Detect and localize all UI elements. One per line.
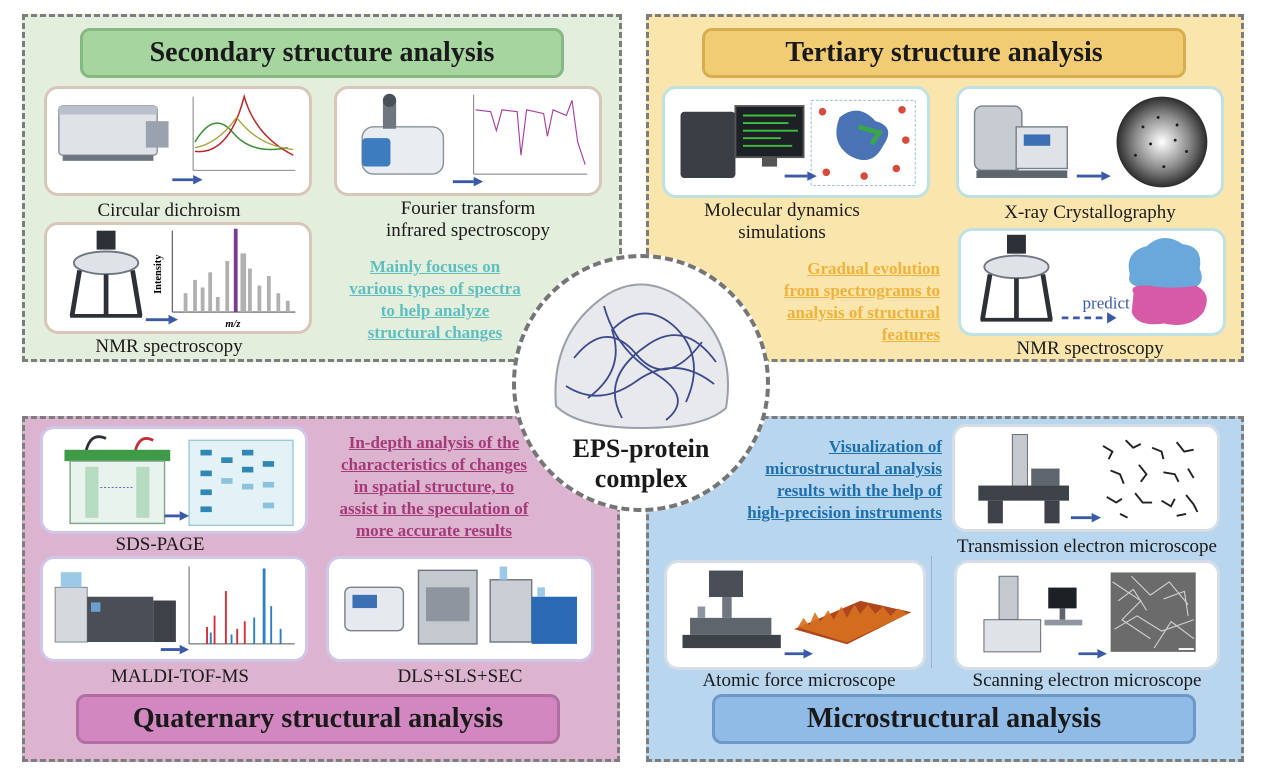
quaternary-note-line: characteristics of changes xyxy=(340,455,527,474)
secondary-note-line: various types of spectra xyxy=(349,279,521,298)
molecular-dynamics-label-line1: Molecular dynamics xyxy=(704,200,860,221)
microstructural-note-line: results with the help of xyxy=(777,481,942,500)
secondary-note: Mainly focuses on various types of spect… xyxy=(330,256,540,344)
secondary-note-line: Mainly focuses on xyxy=(369,257,501,276)
afm-card xyxy=(664,560,926,670)
eps-protein-complex-label: EPS-protein complex xyxy=(512,434,770,494)
secondary-note-line: to help analyze xyxy=(380,301,490,320)
microstructural-note-line: Visualization of xyxy=(828,437,942,456)
secondary-structure-title: Secondary structure analysis xyxy=(80,28,564,78)
quaternary-note-line: in spatial structure, to xyxy=(353,477,515,496)
nmr-spectroscopy-label: NMR spectroscopy xyxy=(95,336,243,357)
maldi-tof-ms-label: MALDI-TOF-MS xyxy=(111,666,249,687)
nmr-spectroscopy-illustration: Intensity m/z xyxy=(69,228,296,330)
ftir-label-line2: infrared spectroscopy xyxy=(385,220,551,241)
dls-sls-sec-label: DLS+SLS+SEC xyxy=(397,666,523,687)
tertiary-note-line: Gradual evolution xyxy=(807,259,940,278)
tem-card xyxy=(952,424,1220,532)
sem-card xyxy=(954,560,1220,670)
tem-label: Transmission electron microscope xyxy=(957,536,1217,557)
tem-illustration xyxy=(978,434,1199,524)
xray-crystallography-card xyxy=(956,86,1224,198)
sds-page-card xyxy=(40,426,308,534)
ftir-label-line1: Fourier transform xyxy=(400,198,536,219)
afm-illustration xyxy=(682,570,912,659)
tertiary-note-line: from spectrograms to xyxy=(783,281,940,300)
eps-protein-network-illustration xyxy=(554,283,729,430)
molecular-dynamics-illustration xyxy=(680,99,916,187)
quaternary-note: In-depth analysis of the characteristics… xyxy=(318,432,550,542)
center-label-line1: EPS-protein xyxy=(572,434,710,463)
circular-dichroism-card xyxy=(44,86,312,196)
xray-crystallography-illustration xyxy=(973,96,1208,188)
dls-sls-sec-illustration xyxy=(344,566,577,645)
quaternary-structure-title: Quaternary structural analysis xyxy=(76,694,560,744)
predict-label: predict xyxy=(1083,293,1130,312)
microstructural-note-line: high-precision instruments xyxy=(747,503,942,522)
sem-label: Scanning electron microscope xyxy=(972,670,1202,691)
nmr-x-axis-label: m/z xyxy=(225,319,241,330)
microstructural-note-line: microstructural analysis xyxy=(765,459,942,478)
circular-dichroism-label: Circular dichroism xyxy=(97,200,241,221)
sds-page-label: SDS-PAGE xyxy=(115,534,205,555)
maldi-tof-ms-card xyxy=(40,556,308,662)
maldi-tof-ms-illustration xyxy=(54,566,295,655)
tertiary-structure-title: Tertiary structure analysis xyxy=(702,28,1186,78)
nmr-y-axis-label: Intensity xyxy=(153,254,164,294)
molecular-dynamics-label-line2: simulations xyxy=(738,222,826,243)
quaternary-note-line: more accurate results xyxy=(355,521,513,540)
sem-illustration xyxy=(983,572,1196,659)
afm-label: Atomic force microscope xyxy=(702,670,896,691)
dls-sls-sec-card xyxy=(326,556,594,662)
tertiary-nmr-illustration: predict xyxy=(980,234,1207,325)
molecular-dynamics-card xyxy=(662,86,930,198)
micro-divider xyxy=(931,556,932,668)
microstructural-title: Microstructural analysis xyxy=(712,694,1196,744)
tertiary-nmr-card: predict xyxy=(958,228,1226,336)
circular-dichroism-illustration xyxy=(58,93,296,185)
xray-crystallography-label: X-ray Crystallography xyxy=(1004,202,1176,223)
tertiary-note-line: features xyxy=(881,325,940,344)
tertiary-note: Gradual evolution from spectrograms to a… xyxy=(740,258,940,346)
quaternary-note-line: assist in the speculation of xyxy=(339,499,529,518)
sds-page-illustration xyxy=(64,435,294,527)
eps-protein-complex-circle xyxy=(512,254,770,512)
tertiary-note-line: analysis of structural xyxy=(787,303,940,322)
quaternary-note-line: In-depth analysis of the xyxy=(348,433,520,452)
ftir-card xyxy=(334,86,602,196)
center-label-line2: complex xyxy=(594,464,688,493)
microstructural-note: Visualization of microstructural analysi… xyxy=(716,436,942,524)
ftir-illustration xyxy=(361,93,588,187)
nmr-spectroscopy-card: Intensity m/z xyxy=(44,222,312,334)
tertiary-nmr-label: NMR spectroscopy xyxy=(1016,338,1164,359)
secondary-note-line: structural changes xyxy=(367,323,503,342)
